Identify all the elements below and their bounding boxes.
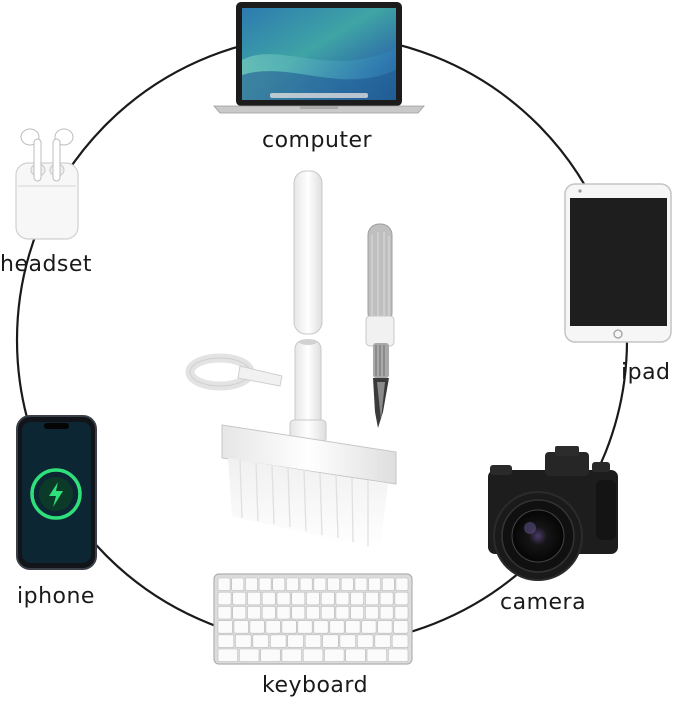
keyboard-key xyxy=(379,591,394,606)
keyboard-key xyxy=(217,648,239,662)
keyboard-key xyxy=(340,577,354,591)
keyboard-key xyxy=(261,591,276,606)
keyboard-key xyxy=(291,606,306,620)
keyboard-key xyxy=(368,577,381,591)
label-ipad: ipad xyxy=(621,360,671,385)
keyboard-key xyxy=(327,577,340,591)
keyboard-key xyxy=(217,606,232,620)
keyboard-key xyxy=(272,577,286,591)
keyboard-key xyxy=(377,620,393,634)
keyboard-key xyxy=(281,620,297,634)
keyboard-key xyxy=(365,606,379,620)
keyboard-key xyxy=(261,606,276,620)
keyboard-key xyxy=(354,577,368,591)
keyboard-key xyxy=(329,620,345,634)
keyboard-key xyxy=(361,620,377,634)
keyboard-key xyxy=(297,620,313,634)
camera-icon xyxy=(488,446,618,581)
keyboard-key xyxy=(350,591,365,606)
keyboard-key xyxy=(306,591,320,606)
keyboard-key xyxy=(313,577,327,591)
keyboard-key xyxy=(387,648,409,662)
keyboard-key xyxy=(391,634,409,648)
keyboard-key xyxy=(281,648,302,662)
keyboard-key xyxy=(252,634,269,648)
keyboard-key xyxy=(394,591,409,606)
keyboard-key xyxy=(291,591,306,606)
keyboard-key xyxy=(339,634,356,648)
tablet-icon xyxy=(564,183,672,343)
keyboard-key xyxy=(265,620,281,634)
keyboard-key xyxy=(379,606,394,620)
keyboard-key xyxy=(350,606,365,620)
keyboard-key xyxy=(217,591,232,606)
keyboard-key xyxy=(394,606,409,620)
keyboard-key xyxy=(269,634,287,648)
keyboard-key xyxy=(356,634,374,648)
keyboard-key xyxy=(365,591,379,606)
keyboard-icon xyxy=(213,573,413,665)
laptop-icon xyxy=(213,2,425,114)
keyboard-key xyxy=(231,577,245,591)
keyboard-key xyxy=(306,606,320,620)
keyboard-key xyxy=(299,577,313,591)
keyboard-key xyxy=(320,591,335,606)
keyboard-key xyxy=(249,620,265,634)
smartphone-icon xyxy=(16,415,97,570)
keyboard-key xyxy=(232,606,247,620)
keyboard-key xyxy=(247,606,261,620)
keyboard-key xyxy=(287,634,304,648)
keyboard-key xyxy=(235,634,252,648)
keyboard-key xyxy=(324,648,345,662)
label-iphone: iphone xyxy=(17,584,95,609)
keyboard-key xyxy=(217,620,233,634)
keyboard-keys xyxy=(217,577,409,662)
keyboard-key xyxy=(217,577,231,591)
keyboard-key xyxy=(374,634,391,648)
label-camera: camera xyxy=(500,590,587,615)
keyboard-key xyxy=(233,620,249,634)
keyboard-key xyxy=(335,606,350,620)
keyboard-key xyxy=(217,634,235,648)
earbuds-icon xyxy=(15,128,79,240)
label-headset: headset xyxy=(0,252,93,277)
keyboard-key xyxy=(239,648,260,662)
keyboard-key xyxy=(381,577,395,591)
keyboard-key xyxy=(345,620,361,634)
keyboard-key xyxy=(276,606,291,620)
keyboard-key xyxy=(366,648,388,662)
keyboard-key xyxy=(286,577,299,591)
keyboard-key xyxy=(322,634,339,648)
keyboard-key xyxy=(304,634,322,648)
keyboard-key xyxy=(302,648,324,662)
label-computer: computer xyxy=(262,128,373,153)
keyboard-key xyxy=(258,577,272,591)
keyboard-key xyxy=(335,591,350,606)
keyboard-key xyxy=(395,577,409,591)
keyboard-key xyxy=(260,648,281,662)
cleaning-brush-kit-icon xyxy=(185,170,397,550)
keyboard-key xyxy=(393,620,409,634)
keyboard-key xyxy=(320,606,335,620)
keyboard-key xyxy=(345,648,366,662)
keyboard-key xyxy=(245,577,258,591)
keyboard-key xyxy=(313,620,329,634)
keyboard-key xyxy=(232,591,247,606)
keyboard-key xyxy=(276,591,291,606)
keyboard-key xyxy=(247,591,261,606)
label-keyboard: keyboard xyxy=(262,673,369,698)
